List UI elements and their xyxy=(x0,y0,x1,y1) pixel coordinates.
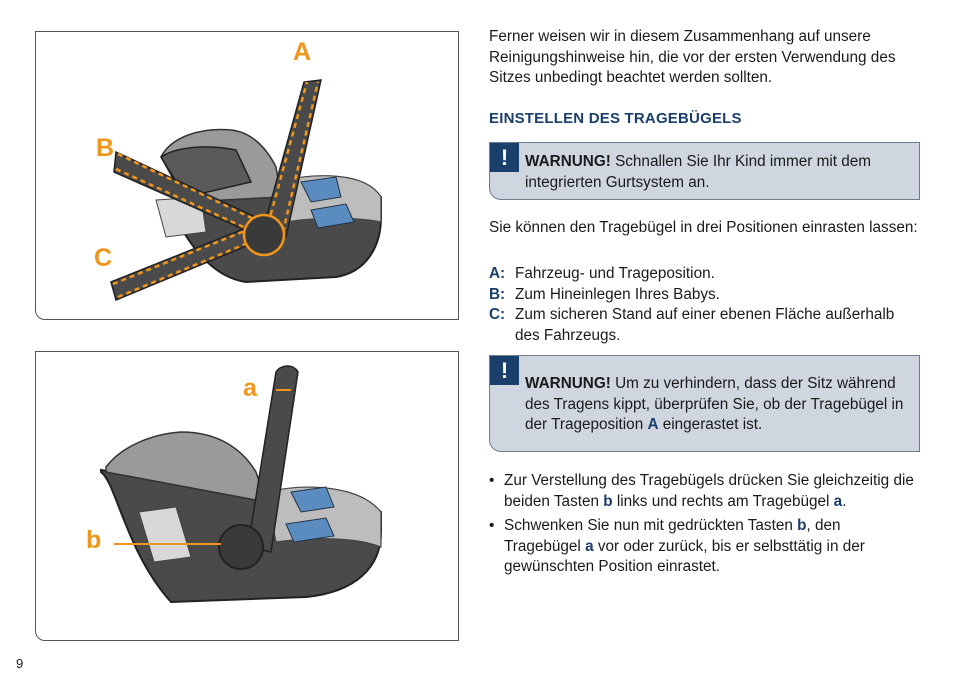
label-button-b: b xyxy=(86,526,102,554)
bullet-highlight: a xyxy=(585,537,594,555)
warning-box-2: ! WARNUNG! Um zu verhindern, dass der Si… xyxy=(489,355,920,452)
warning-box-1: ! WARNUNG! Schnallen Sie Ihr Kind immer … xyxy=(489,142,920,200)
section-heading: EINSTELLEN DES TRAGEBÜGELS xyxy=(489,110,742,127)
figure-handle-buttons: a b xyxy=(35,351,459,641)
warning-highlight: A xyxy=(647,416,659,433)
bullet-text: links und rechts am Tragebügel xyxy=(612,492,834,510)
positions-list: A: Fahrzeug- und Trageposition. B: Zum H… xyxy=(489,264,919,346)
label-handle-a: a xyxy=(243,374,257,402)
list-item: A: Fahrzeug- und Trageposition. xyxy=(489,264,919,285)
list-item: • Schwenken Sie nun mit gedrückten Taste… xyxy=(489,516,919,578)
list-item: • Zur Verstellung des Tragebügels drücke… xyxy=(489,471,919,512)
warning-label: WARNUNG! xyxy=(525,153,611,170)
car-seat-illustration-positions xyxy=(110,79,382,302)
bullet-text: vor oder zurück, bis er selbsttätig in d… xyxy=(504,537,865,576)
warning-icon: ! xyxy=(490,143,519,172)
warning-message: Schnallen Sie Ihr Kind immer mit dem int… xyxy=(525,153,871,191)
warning-icon: ! xyxy=(490,356,519,385)
list-item-key: C: xyxy=(489,306,506,323)
figure-handle-positions: A B C xyxy=(35,31,459,320)
instruction-list: • Zur Verstellung des Tragebügels drücke… xyxy=(489,471,919,582)
list-item: C: Zum sicheren Stand auf einer ebenen F… xyxy=(489,305,919,346)
bullet-highlight: a xyxy=(833,492,843,510)
list-item-text: Zum Hineinlegen Ihres Babys. xyxy=(515,285,720,303)
bullet-text: Schwenken Sie nun mit gedrückten Tasten xyxy=(504,517,798,534)
warning-label: WARNUNG! xyxy=(525,375,611,392)
bullet-text: , den Tragebügel xyxy=(504,517,841,555)
warning-message-end: eingerastet ist. xyxy=(658,416,763,433)
warning-text-2: WARNUNG! Um zu verhindern, dass der Sitz… xyxy=(525,374,909,436)
intro-paragraph: Ferner weisen wir in diesem Zusammenhang… xyxy=(489,28,896,86)
bullet: • xyxy=(489,472,495,489)
list-item-key: A: xyxy=(489,265,506,282)
bullet-highlight: b xyxy=(797,517,807,534)
list-item-text: Zum sicheren Stand auf einer ebenen Fläc… xyxy=(515,306,895,344)
label-position-a: A xyxy=(293,38,312,66)
bullet-text: . xyxy=(842,492,847,510)
page-number: 9 xyxy=(16,656,24,671)
label-position-c: C xyxy=(94,244,113,272)
bullet-text: Zur Verstellung des Tragebügels drücken … xyxy=(504,472,914,510)
list-item-key: B: xyxy=(489,285,506,303)
bullet-highlight: b xyxy=(603,492,613,510)
bullet: • xyxy=(489,517,495,534)
label-position-b: B xyxy=(96,134,115,162)
warning-text-1: WARNUNG! Schnallen Sie Ihr Kind immer mi… xyxy=(525,152,909,193)
positions-intro: Sie können den Tragebügel in drei Positi… xyxy=(489,219,918,236)
list-item: B: Zum Hineinlegen Ihres Babys. xyxy=(489,285,919,306)
car-seat-illustration-buttons xyxy=(100,365,382,604)
list-item-text: Fahrzeug- und Trageposition. xyxy=(515,265,715,282)
warning-message: Um zu verhindern, dass der Sitz während … xyxy=(525,375,904,433)
